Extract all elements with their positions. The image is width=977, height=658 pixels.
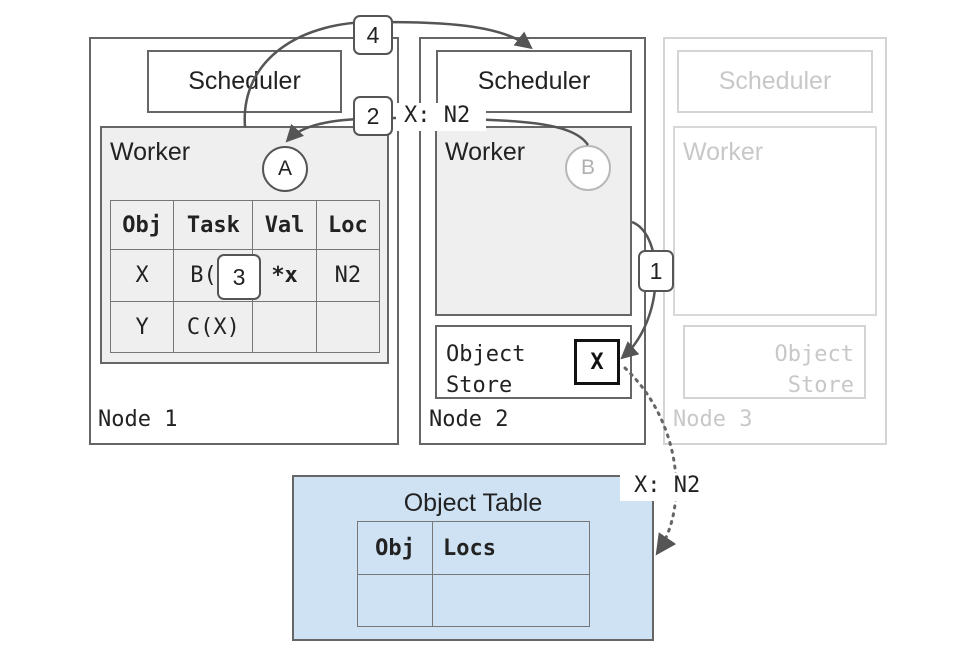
node-3-scheduler: Scheduler <box>677 50 873 113</box>
object-table-message: X: N2 <box>620 473 712 501</box>
object-table-cell <box>357 574 433 627</box>
object-table-title: Object Table <box>403 489 543 517</box>
object-store-label-line1: Object <box>446 342 526 367</box>
worker-a-circle: A <box>262 146 308 192</box>
worker-b-circle: B <box>565 145 611 191</box>
node-3-object-store: Object Store <box>683 325 866 399</box>
worker-table-cell: C(X) <box>173 301 254 353</box>
worker-table-header: Loc <box>315 200 381 250</box>
worker-table-cell <box>315 301 381 353</box>
node-3-worker: Worker <box>673 126 877 316</box>
node-2-label: Node 2 <box>429 407 509 432</box>
node-1-scheduler: Scheduler <box>147 50 342 113</box>
object-table-header: Obj <box>357 521 433 575</box>
step-4-badge: 4 <box>353 15 393 55</box>
worker-table: Obj Task Val Loc X B( *x N2 Y C(X) <box>109 200 381 353</box>
stored-object-x: X <box>574 339 620 385</box>
worker-table-header: Obj <box>109 200 175 250</box>
node-3-worker-label: Worker <box>683 138 764 166</box>
step-1-badge: 1 <box>638 250 674 292</box>
worker-table-cell: Y <box>109 301 175 353</box>
step-3-badge: 3 <box>217 254 261 300</box>
object-store-label-line2: Store <box>787 373 854 398</box>
object-table-cell <box>432 574 590 627</box>
worker-table-cell: N2 <box>315 249 381 302</box>
worker-table-header: Val <box>252 200 317 250</box>
worker-table-header: Task <box>173 200 254 250</box>
arrow-to-object-table <box>623 366 678 556</box>
node-3-label: Node 3 <box>673 407 753 432</box>
object-table-grid: Obj Locs <box>357 521 590 627</box>
node-1-worker-label: Worker <box>110 138 191 166</box>
node-2-worker-label: Worker <box>445 138 526 166</box>
object-store-label-line1: Object <box>774 342 854 367</box>
object-store-label-line2: Store <box>446 373 513 398</box>
node-1-label: Node 1 <box>98 407 178 432</box>
step-2-badge: 2 <box>353 96 393 136</box>
worker-table-cell: X <box>109 249 175 302</box>
node-2-scheduler: Scheduler <box>436 50 632 113</box>
step-2-message: X: N2 <box>396 103 486 131</box>
